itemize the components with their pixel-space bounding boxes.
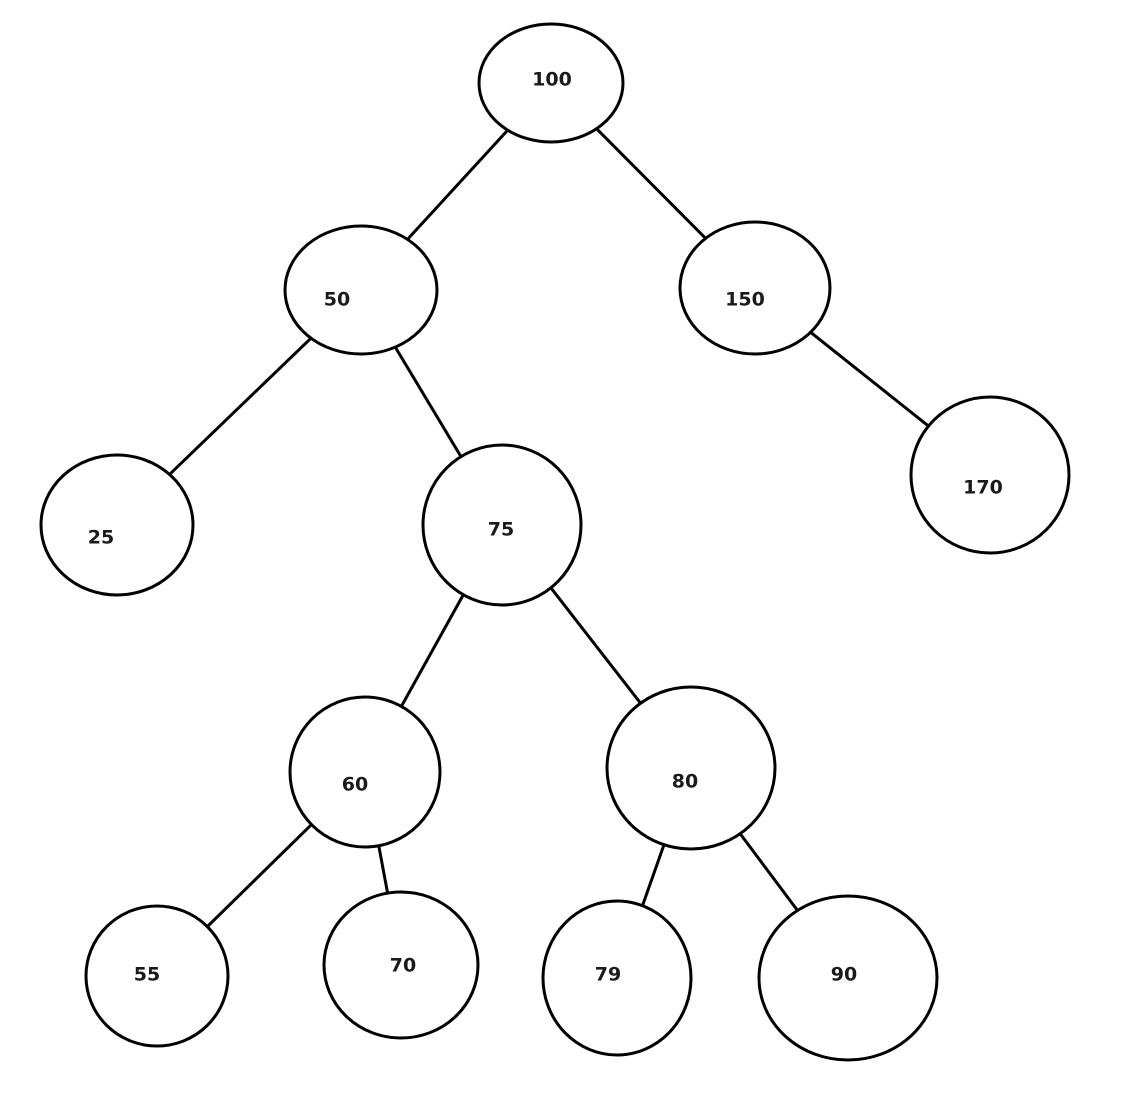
tree-edge-60-70 — [377, 844, 390, 895]
node-label: 55 — [134, 964, 160, 986]
node-label: 100 — [532, 69, 572, 91]
node-label: 25 — [88, 527, 114, 549]
node-label: 79 — [595, 964, 621, 986]
node-circle — [541, 899, 693, 1057]
tree-edge-100-50 — [405, 128, 510, 241]
node-label: 80 — [672, 771, 698, 793]
node-circle — [909, 395, 1071, 555]
tree-node-80: 80 — [605, 685, 777, 851]
tree-node-25: 25 — [39, 453, 195, 597]
tree-edge-80-90 — [738, 832, 800, 912]
node-circle — [283, 224, 439, 356]
tree-edge-150-170 — [809, 330, 930, 428]
node-circle — [84, 904, 230, 1048]
node-circle — [421, 443, 583, 607]
node-circle — [39, 453, 195, 597]
node-label: 70 — [390, 955, 416, 977]
tree-edge-60-55 — [205, 823, 313, 929]
node-circle — [477, 22, 625, 144]
tree-node-55: 55 — [84, 904, 230, 1048]
tree-node-50: 50 — [283, 224, 439, 356]
tree-nodes: 100 50 150 25 75 170 60 80 55 70 79 90 — [39, 22, 1071, 1062]
node-circle — [322, 890, 480, 1040]
tree-node-170: 170 — [909, 395, 1071, 555]
tree-node-60: 60 — [288, 695, 442, 849]
tree-node-150: 150 — [678, 220, 832, 356]
tree-edge-80-79 — [640, 843, 666, 908]
tree-edge-50-75 — [393, 345, 463, 459]
node-label: 150 — [725, 289, 765, 311]
tree-edges — [168, 127, 930, 929]
tree-node-70: 70 — [322, 890, 480, 1040]
tree-node-79: 79 — [541, 899, 693, 1057]
tree-edge-75-80 — [549, 586, 643, 705]
tree-node-75: 75 — [421, 443, 583, 607]
node-label: 170 — [963, 477, 1003, 499]
node-circle — [288, 695, 442, 849]
tree-edge-50-25 — [168, 336, 313, 476]
node-circle — [757, 894, 939, 1062]
tree-edge-75-60 — [399, 593, 465, 708]
tree-node-100: 100 — [477, 22, 625, 144]
node-label: 60 — [342, 774, 368, 796]
node-circle — [605, 685, 777, 851]
tree-node-90: 90 — [757, 894, 939, 1062]
tree-edge-100-150 — [595, 127, 708, 240]
node-label: 90 — [831, 964, 857, 986]
node-label: 50 — [324, 289, 350, 311]
node-circle — [678, 220, 832, 356]
node-label: 75 — [488, 519, 514, 541]
